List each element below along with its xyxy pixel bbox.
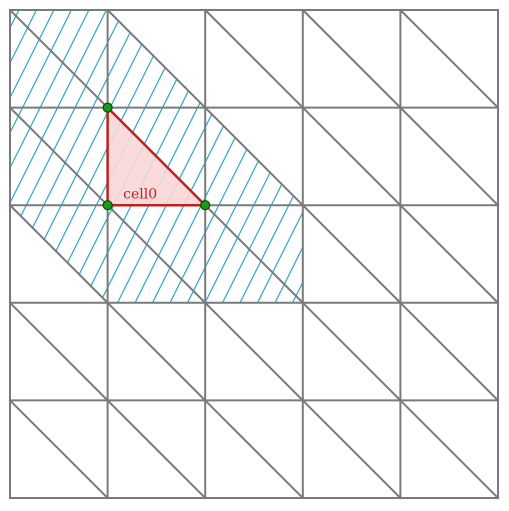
- grid-line-diagonal: [301, 398, 402, 500]
- highlighted-cell-triangle[interactable]: [106, 106, 207, 207]
- hatch-line: [483, 5, 509, 308]
- hatch-line: [254, 10, 303, 303]
- grid-line-diagonal: [301, 106, 402, 207]
- hatch-line: [343, 5, 494, 308]
- grid-line-diagonal: [8, 106, 110, 207]
- grid-line-diagonal: [398, 301, 500, 402]
- hatch-line: [378, 5, 509, 308]
- cell-label: cell0: [123, 187, 157, 203]
- hatch-line: [413, 5, 509, 308]
- hatch-line: [10, 10, 75, 303]
- grid-line-diagonal: [203, 301, 305, 402]
- vertex-point: [102, 102, 113, 113]
- grid-line-diagonal: [8, 398, 110, 500]
- hatch-line: [271, 10, 303, 303]
- grid-line-diagonal: [398, 106, 500, 207]
- hatch-line: [360, 5, 509, 308]
- vertex-point: [102, 200, 113, 211]
- hatch-line: [395, 5, 509, 308]
- grid-line-diagonal: [8, 203, 110, 305]
- vertex-point: [200, 200, 211, 211]
- hatch-line: [10, 10, 92, 303]
- grid-line-diagonal: [106, 8, 207, 110]
- grid-line-diagonal: [301, 301, 402, 402]
- grid-line-diagonal: [106, 301, 207, 402]
- hatch-line: [236, 10, 303, 303]
- grid-line-diagonal: [203, 203, 305, 305]
- grid-line-diagonal: [301, 8, 402, 110]
- hatch-line: [10, 10, 110, 303]
- hatch-line: [10, 10, 127, 303]
- triangular-mesh-grid: [8, 8, 500, 500]
- hatch-line: [289, 10, 303, 303]
- hatch-line: [500, 5, 509, 308]
- hatch-line: [10, 10, 40, 303]
- hatch-line: [465, 5, 509, 308]
- cell-vertices: [102, 102, 211, 211]
- hatch-line: [308, 5, 459, 308]
- grid-line-diagonal: [398, 203, 500, 305]
- hatch-line: [10, 10, 57, 303]
- grid-line-diagonal: [8, 301, 110, 402]
- grid-line-diagonal: [398, 398, 500, 500]
- grid-line-diagonal: [203, 106, 305, 207]
- grid-line-diagonal: [203, 398, 305, 500]
- grid-line-diagonal: [203, 8, 305, 110]
- grid-line-diagonal: [398, 8, 500, 110]
- hatch-line: [0, 5, 4, 308]
- grid-line-diagonal: [8, 8, 110, 110]
- grid-line-diagonal: [301, 203, 402, 305]
- grid-line-diagonal: [106, 203, 207, 305]
- grid-line-diagonal: [106, 398, 207, 500]
